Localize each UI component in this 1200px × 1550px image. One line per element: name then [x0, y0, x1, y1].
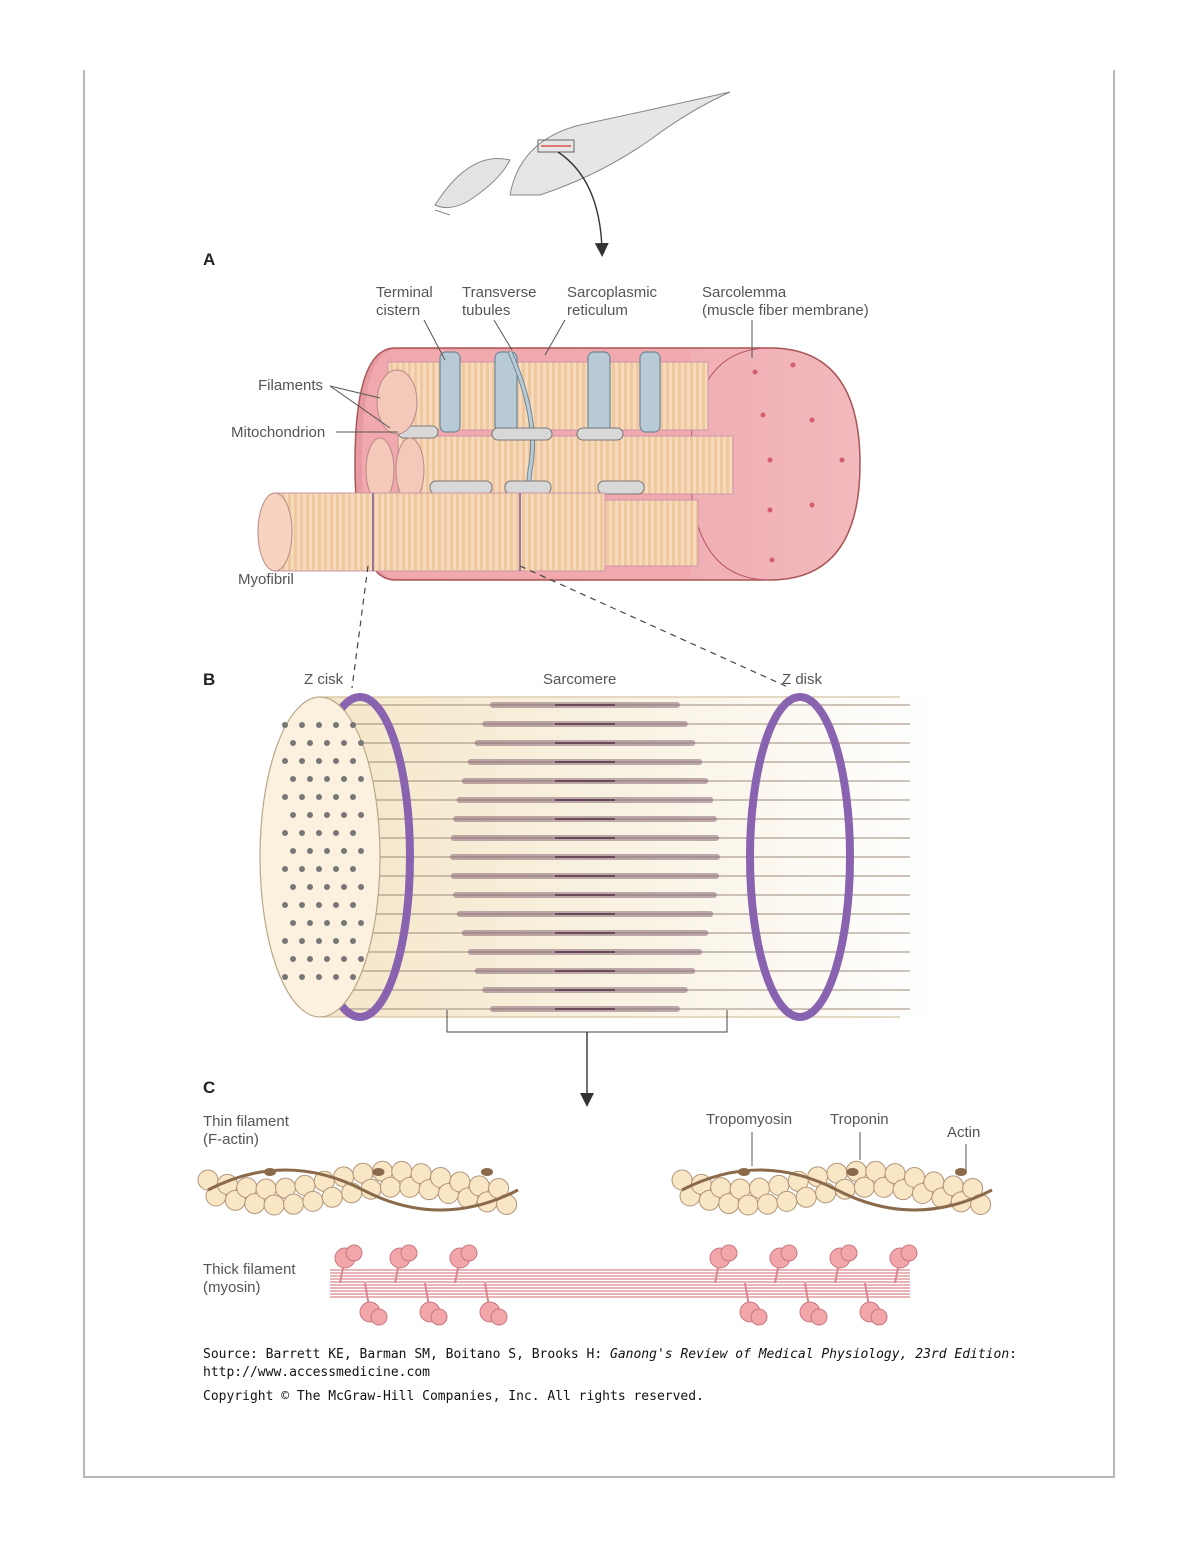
sarcoplasmic-reticulum-label-1: Sarcoplasmic: [567, 284, 658, 301]
whole-muscle-sketch: [434, 91, 731, 257]
filaments-label: Filaments: [258, 377, 323, 394]
terminal-cistern-label-2: cistern: [376, 302, 420, 319]
thick-filament-label-1: Thick filament: [203, 1261, 296, 1278]
copyright-notice: Copyright © The McGraw-Hill Companies, I…: [203, 1389, 704, 1404]
transverse-tubules-label-1: Transverse: [462, 284, 536, 301]
myofibril-label: Myofibril: [238, 571, 294, 588]
z-disk-left-label: Z cisk: [304, 671, 344, 688]
mitochondrion-label: Mitochondrion: [231, 424, 325, 441]
sarcolemma-label-1: Sarcolemma: [702, 284, 787, 301]
sarcomere-label: Sarcomere: [543, 671, 616, 688]
sarcolemma-label-2: (muscle fiber membrane): [702, 302, 869, 319]
panel-label-a: A: [203, 250, 215, 269]
thick-filament-label-2: (myosin): [203, 1279, 261, 1296]
tropomyosin-label: Tropomyosin: [706, 1111, 792, 1128]
source-citation: Source: Barrett KE, Barman SM, Boitano S…: [203, 1346, 1200, 1382]
panel-label-b: B: [203, 670, 215, 689]
source-suffix: : http://www.accessmedicine.com: [203, 1347, 1017, 1380]
panel-label-c: C: [203, 1078, 215, 1097]
page-frame: [83, 70, 1115, 1478]
source-prefix: Source: Barrett KE, Barman SM, Boitano S…: [203, 1347, 610, 1362]
thin-filament-label-2: (F-actin): [203, 1131, 259, 1148]
actin-label: Actin: [947, 1124, 980, 1141]
transverse-tubules-label-2: tubules: [462, 302, 510, 319]
z-disk-right-label: Z disk: [782, 671, 823, 688]
thin-filament-illustration-left: [197, 1160, 519, 1216]
sarcomere-illustration: [259, 693, 940, 1107]
source-title: Ganong's Review of Medical Physiology, 2…: [610, 1347, 1010, 1362]
troponin-label: Troponin: [830, 1111, 889, 1128]
muscle-fiber-illustration: [257, 319, 861, 689]
thin-filament-label-1: Thin filament: [203, 1113, 290, 1130]
thin-filament-illustration-right: [671, 1160, 993, 1216]
sarcoplasmic-reticulum-label-2: reticulum: [567, 302, 628, 319]
thick-filament-illustration: [330, 1244, 918, 1326]
terminal-cistern-label-1: Terminal: [376, 284, 433, 301]
